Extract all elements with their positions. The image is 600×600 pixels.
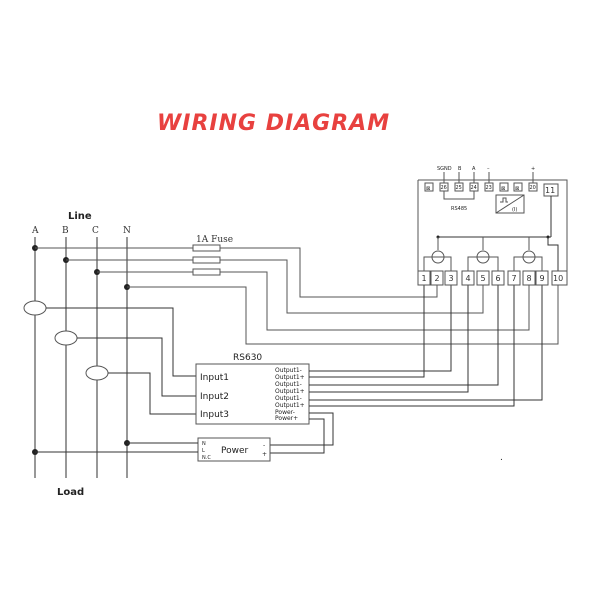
meter-outline [417,179,568,285]
top-term-23 [484,182,494,192]
phase-label-c: C [92,226,99,236]
terminal-8-label: 8 [527,274,532,283]
rs630-input1: Input1 [200,373,229,383]
rs485-bracket [443,191,475,200]
wire-ct-a [46,307,196,377]
wire-out3-plus-term7 [309,285,515,407]
fuse-a [192,244,221,252]
svg-text:(I): (I) [512,207,517,213]
terminal-6-label: 6 [496,274,501,283]
top-term-20-label: 20 [530,185,536,191]
top-term-x2 [499,182,509,192]
terminal-1-label: 1 [422,274,427,283]
wire-out1-plus-term1 [309,285,425,378]
terminal-5 [476,270,490,286]
rs630-title: RS630 [233,353,262,363]
top-term-26-label: 26 [441,185,447,191]
ct-a [23,300,47,316]
terminal-10-label: 10 [553,274,563,283]
top-term-x1 [424,182,434,192]
top-term-x1-label: ⊠ [426,186,430,192]
terminal-11-label: 11 [545,186,555,195]
fuse-label: 1A Fuse [196,235,233,245]
terminal-4-label: 4 [466,274,471,283]
meter-top-terminals: ⊠ 26 25 24 23 ⊠ ⊠ 20 [424,182,538,192]
rs630-power-plus: Power+ [275,415,298,422]
top-term-20 [528,182,538,192]
wire-out2-plus-term4 [309,285,469,393]
terminal-3 [444,270,458,286]
wire-power-plus [270,418,325,454]
rs630-output-4: Output1+ [275,388,305,395]
wire-ct-b [77,337,196,397]
meter-ct-coil-3 [513,237,543,271]
terminal-6 [491,270,505,286]
meter-ct-coil-1 [423,237,452,271]
terminal-7-label: 7 [512,274,517,283]
rs630-output-3: Output1- [275,381,302,388]
meter-label-minus: – [487,166,490,172]
terminal-8 [522,270,536,286]
terminal-2 [430,270,444,286]
rs630-input3: Input3 [200,410,229,420]
wire-ct-c [108,372,196,415]
wire-n-to-term10 [127,285,559,345]
power-term-l: L [202,448,205,454]
power-term-n: N [202,441,206,447]
wire-term10-up [547,237,559,271]
meter-label-leaders [443,172,534,183]
wire-out1-minus-term3 [309,285,452,372]
top-term-x3 [513,182,523,192]
phase-label-b: B [62,226,69,236]
terminal-7 [507,270,521,286]
meter-label-sgnd: SGND [437,166,452,172]
wire-out3-minus-term9 [309,285,543,401]
terminal-9-label: 9 [540,274,545,283]
phase-label-a: A [31,226,39,236]
line-label: Line [68,211,92,222]
terminal-1 [417,270,431,286]
rs485-label: RS485 [451,206,467,212]
rs630-output-5: Output1- [275,395,302,402]
ct-b [54,330,78,346]
top-term-23-label: 23 [486,185,492,191]
fuse-b [192,256,221,264]
power-term-plus: + [262,451,267,458]
rs630-input2: Input2 [200,392,229,402]
meter-label-b: B [458,166,462,172]
terminal-10 [551,270,568,286]
rs630-power-minus: Power- [275,409,295,416]
fuse-c [192,268,221,276]
meter-label-plus: + [531,166,535,172]
rs630-output-6: Output1+ [275,402,305,409]
terminal-5-label: 5 [481,274,486,283]
wire-power-minus [270,412,334,446]
load-label: Load [57,487,84,498]
rs630-output-2: Output1+ [275,374,305,381]
power-term-nc: N.C [202,455,211,461]
top-term-24-label: 24 [471,185,477,191]
top-term-x2-label: ⊠ [501,186,505,192]
top-term-25 [454,182,464,192]
power-label: Power [221,446,249,456]
diagram-title: WIRING DIAGRAM [157,111,390,136]
terminal-9 [535,270,549,286]
terminal-2-label: 2 [435,274,440,283]
stray-dot: . [500,453,503,463]
wire-out2-minus-term6 [309,285,499,386]
pulse-analog-icon: (I) [495,194,525,214]
top-term-25-label: 25 [456,185,462,191]
top-term-x3-label: ⊠ [515,186,519,192]
terminal-4 [461,270,475,286]
rs630-module [195,363,310,425]
power-module [197,437,271,462]
power-term-minus: - [263,442,265,449]
ct-c [85,365,109,381]
meter-ct-coil-2 [467,237,499,271]
terminal-3-label: 3 [449,274,454,283]
meter-label-a: A [472,166,476,172]
phase-label-n: N [123,226,131,236]
rs630-output-1: Output1- [275,367,302,374]
